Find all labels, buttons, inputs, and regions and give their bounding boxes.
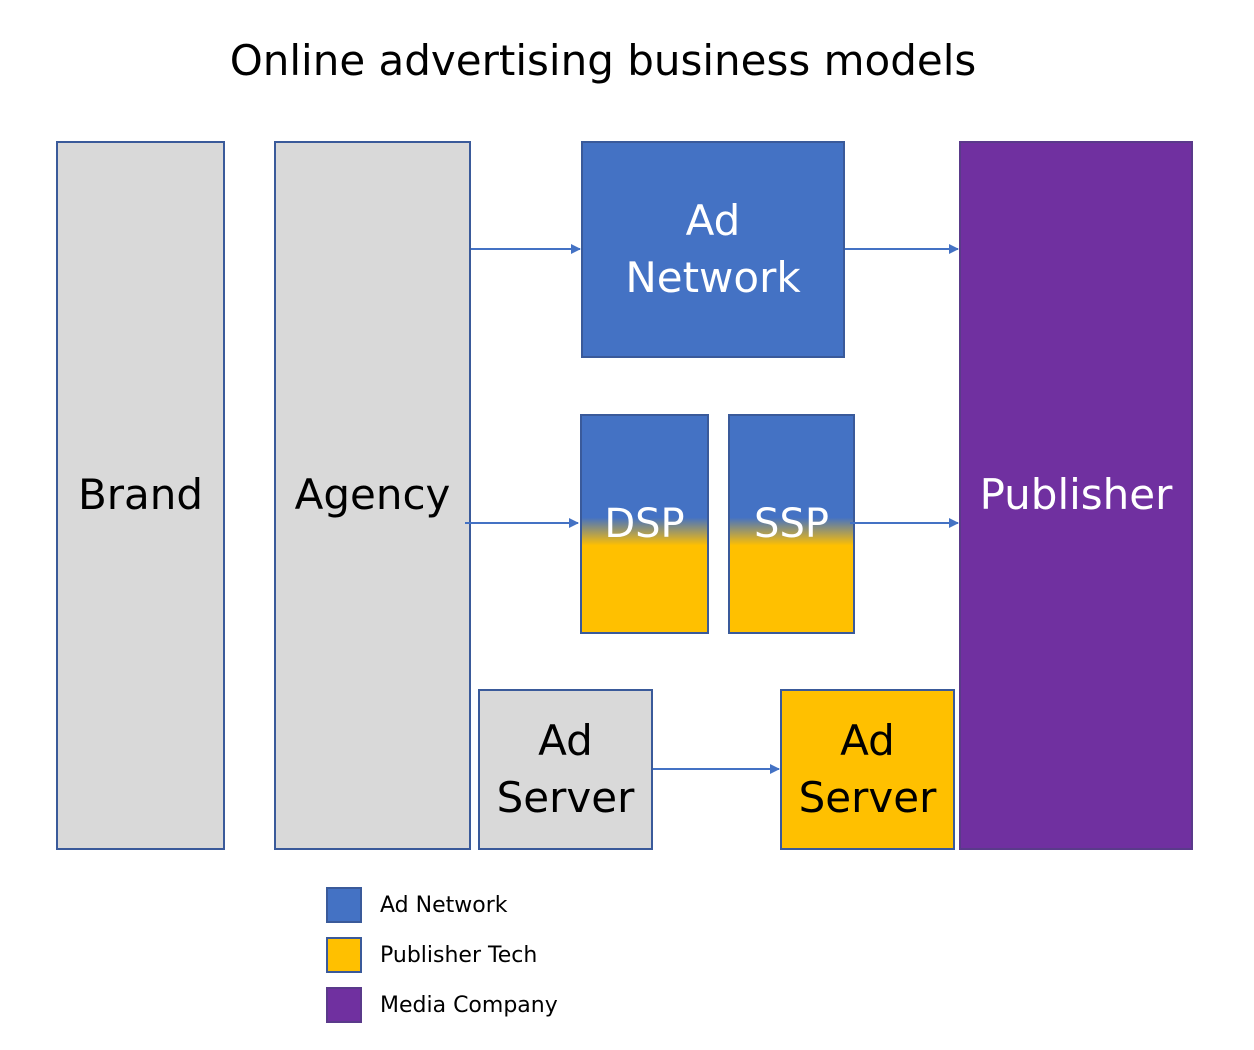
agency-label: Agency bbox=[294, 470, 451, 520]
dsp-label: DSP bbox=[604, 501, 685, 547]
publisher-ad-server-label: Ad Server bbox=[798, 715, 937, 822]
ssp-label: SSP bbox=[754, 501, 829, 547]
legend-item-ad-network: Ad Network bbox=[326, 887, 507, 923]
legend-swatch-media-company bbox=[326, 987, 362, 1023]
publisher-box: Publisher bbox=[959, 141, 1193, 850]
ad-network-box: Ad Network bbox=[581, 141, 845, 358]
agency-box: Agency bbox=[274, 141, 471, 850]
agency-ad-server-label: Ad Server bbox=[496, 715, 635, 822]
legend-label-publisher-tech: Publisher Tech bbox=[380, 942, 538, 968]
publisher-ad-server-box: Ad Server bbox=[780, 689, 955, 850]
legend-swatch-publisher-tech bbox=[326, 937, 362, 973]
legend-item-publisher-tech: Publisher Tech bbox=[326, 937, 537, 973]
dsp-box: DSP bbox=[580, 414, 709, 634]
legend-swatch-ad-network bbox=[326, 887, 362, 923]
legend-label-media-company: Media Company bbox=[380, 992, 558, 1018]
legend-item-media-company: Media Company bbox=[326, 987, 558, 1023]
diagram-title: Online advertising business models bbox=[229, 36, 977, 85]
legend-label-ad-network: Ad Network bbox=[380, 892, 508, 918]
agency-ad-server-box: Ad Server bbox=[478, 689, 653, 850]
brand-label: Brand bbox=[77, 470, 204, 520]
ad-network-label: Ad Network bbox=[625, 195, 801, 302]
publisher-label: Publisher bbox=[979, 470, 1173, 520]
brand-box: Brand bbox=[56, 141, 225, 850]
